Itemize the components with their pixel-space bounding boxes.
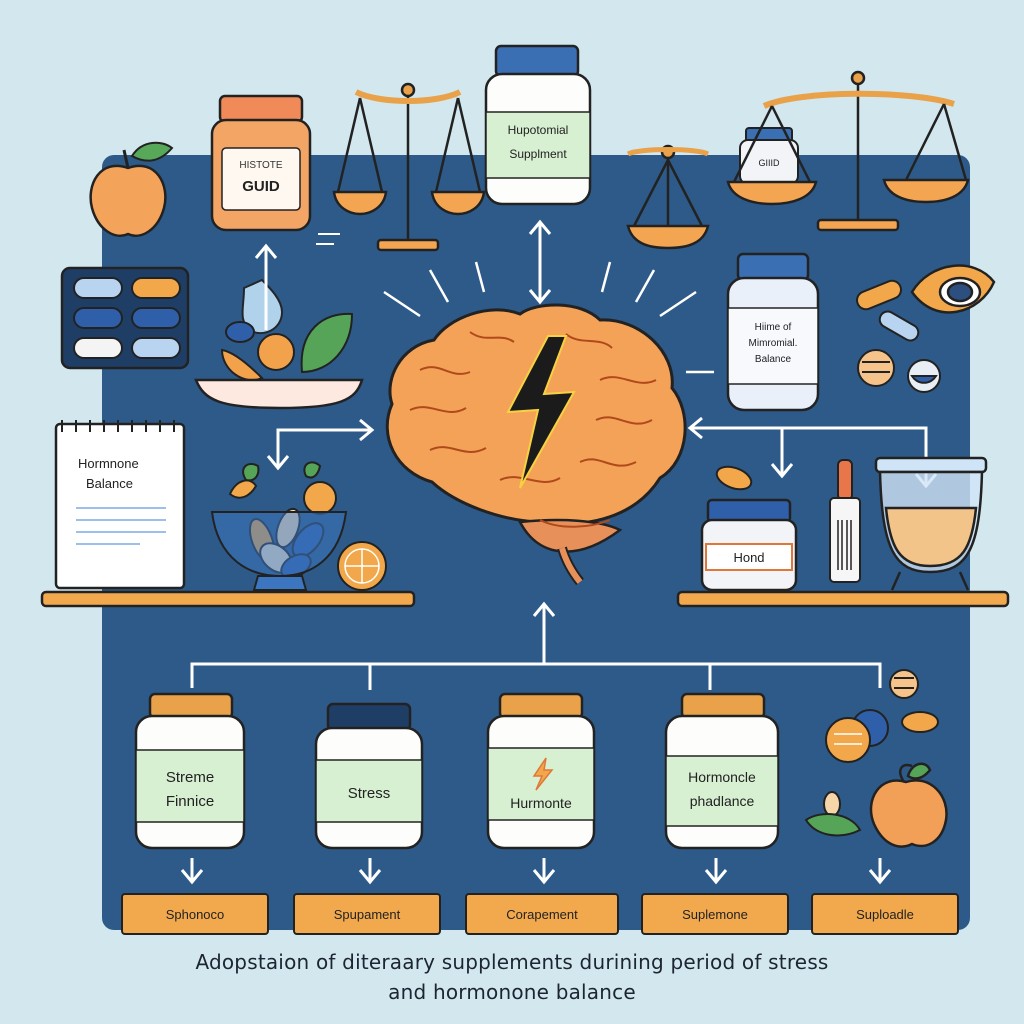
glass-jar-icon [874, 456, 988, 591]
lightning-bolt-icon [506, 335, 576, 489]
right-bottle-line3: Balance [755, 354, 792, 365]
arrow-double-top [528, 219, 552, 305]
tag-2: Spupament [293, 893, 441, 935]
scale-icon-middle [626, 144, 710, 250]
tag-3: Corapement [465, 893, 619, 935]
scale-icon-right [726, 70, 970, 232]
vial-icon [829, 459, 861, 583]
peach-icon [869, 762, 948, 848]
tag-1-label: Sphonoco [166, 907, 225, 922]
bottle-1-line1: Streme [166, 769, 214, 786]
tag-4: Suplemone [641, 893, 789, 935]
brain-icon [385, 303, 687, 586]
top-supplement-line1: Hupotomial [508, 123, 569, 137]
top-supplement-line2: Supplment [509, 147, 567, 161]
arrow-left-to-brain [266, 418, 375, 471]
notepad-line1: Hormnone [78, 456, 139, 471]
top-supplement-bottle: Hupotomial Supplment [484, 44, 592, 206]
bottle-4-line1: Hormoncle [688, 769, 756, 785]
eye-icon [910, 264, 996, 314]
guide-jar-line1: HISTOTE [239, 160, 282, 171]
guide-jar-line2: GUID [242, 178, 280, 195]
tag-5: Suploadle [811, 893, 959, 935]
caption-line-2: and hormonone balance [388, 980, 636, 1004]
decoration-dashes [316, 233, 340, 245]
hond-jar-label: Hond [733, 550, 764, 565]
bottle-3: Hurmonte [486, 692, 596, 850]
shelf-right [676, 590, 1010, 608]
bottle-4: Hormoncle phadlance [664, 692, 780, 850]
fruit-bowl-upper [194, 278, 364, 410]
bottle-1: Streme Finnice [134, 692, 246, 850]
caption-line-1: Adopstaion of diteraary supplements duri… [195, 950, 829, 974]
pills-right-cluster [856, 279, 941, 393]
fruit-bowl-shelf [210, 461, 387, 591]
tag-1: Sphonoco [121, 893, 269, 935]
scale-icon-left [332, 82, 486, 252]
small-jar-label: GIIID [758, 158, 780, 168]
tag-2-label: Spupament [334, 907, 401, 922]
burst-lines [383, 261, 714, 374]
lightning-small-icon [532, 757, 554, 791]
bottle-2: Stress [314, 702, 424, 850]
bottle-4-line2: phadlance [690, 793, 755, 809]
arrow-up-guide [254, 243, 278, 330]
pills-bottom-right [804, 669, 939, 837]
pill-blister-pack [60, 266, 190, 370]
bottle-3-line1: Hurmonte [510, 795, 572, 811]
hond-jar: Hond [700, 498, 798, 592]
right-bottle-line1: Hiime of [755, 322, 792, 333]
notepad: Hormnone Balance [54, 420, 186, 590]
apple-icon [89, 141, 174, 237]
small-jar: GIIID [739, 127, 799, 185]
right-supplement-bottle: Hiime of Mimromial. Balance [726, 252, 820, 412]
tag-3-label: Corapement [506, 907, 578, 922]
bottle-1-line2: Finnice [166, 793, 214, 810]
pills-on-shelf [715, 465, 753, 491]
shelf-left [40, 590, 416, 608]
notepad-line2: Balance [86, 476, 133, 491]
bottle-2-line1: Stress [348, 785, 391, 802]
arrows-down-to-tags [180, 858, 892, 885]
tag-4-label: Suplemone [682, 907, 748, 922]
tag-5-label: Suploadle [856, 907, 914, 922]
right-bottle-line2: Mimromial. [749, 338, 798, 349]
guide-jar: HISTOTE GUID [210, 94, 312, 232]
arrow-double-bottom [190, 601, 882, 690]
